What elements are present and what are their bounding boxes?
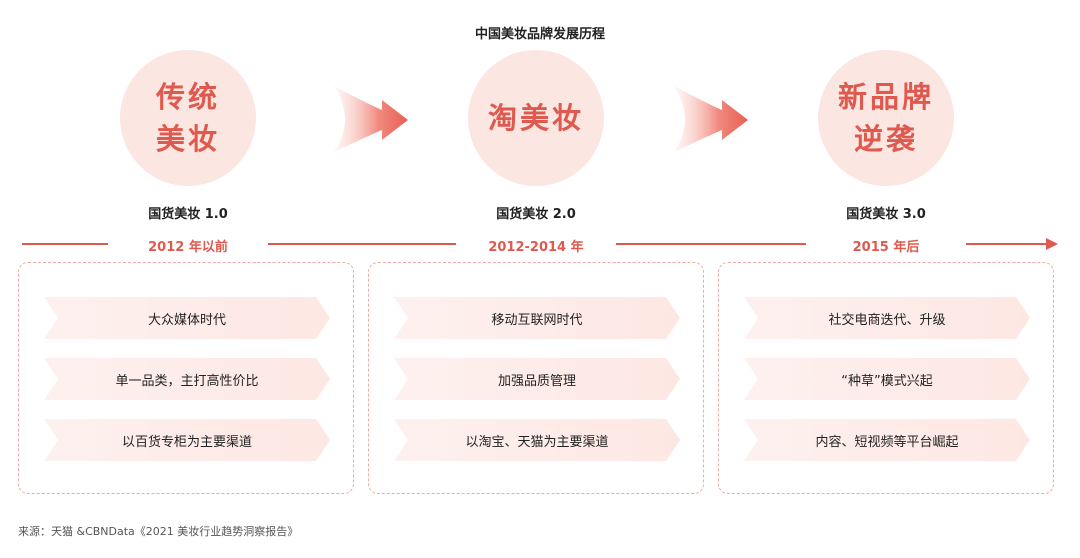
stage-3-version: 国货美妆 3.0 (846, 207, 926, 222)
stage-1-circle: 传统 美妆 (120, 50, 256, 186)
stage-1-panel (18, 262, 354, 494)
stage-2-item: 加强品质管理 (394, 358, 680, 400)
stage-3-item: 内容、短视频等平台崛起 (744, 419, 1030, 461)
chevron-arrow-right-icon (674, 86, 748, 152)
stage-1-era: 2012 年以前 (108, 236, 268, 255)
stage-2-version: 国货美妆 2.0 (496, 207, 576, 222)
triangle-arrow-right-icon (1046, 238, 1058, 250)
stage-2-item: 移动互联网时代 (394, 297, 680, 339)
stage-3-panel (718, 262, 1054, 494)
stage-3-circle-text: 新品牌 逆袭 (837, 80, 934, 156)
stage-1-version: 国货美妆 1.0 (148, 207, 228, 222)
stage-1-item: 以百货专柜为主要渠道 (44, 419, 330, 461)
stage-2-circle: 淘美妆 (468, 50, 604, 186)
stage-3-item: “种草”模式兴起 (744, 358, 1030, 400)
stage-3-circle: 新品牌 逆袭 (818, 50, 954, 186)
stage-2-era: 2012-2014 年 (456, 236, 616, 255)
stage-1-item: 单一品类，主打高性价比 (44, 358, 330, 400)
chevron-arrow-right-icon (334, 86, 408, 152)
stage-2-circle-text: 淘美妆 (487, 101, 584, 135)
stage-3-era: 2015 年后 (806, 236, 966, 255)
stage-1-item: 大众媒体时代 (44, 297, 330, 339)
source-note: 来源：天猫 &CBNData《2021 美妆行业趋势洞察报告》 (18, 525, 299, 538)
stage-1-circle-text: 传统 美妆 (155, 80, 220, 156)
stage-3-item: 社交电商迭代、升级 (744, 297, 1030, 339)
stage-2-item: 以淘宝、天猫为主要渠道 (394, 419, 680, 461)
stage-2-panel (368, 262, 704, 494)
page-title: 中国美妆品牌发展历程 (474, 27, 605, 42)
